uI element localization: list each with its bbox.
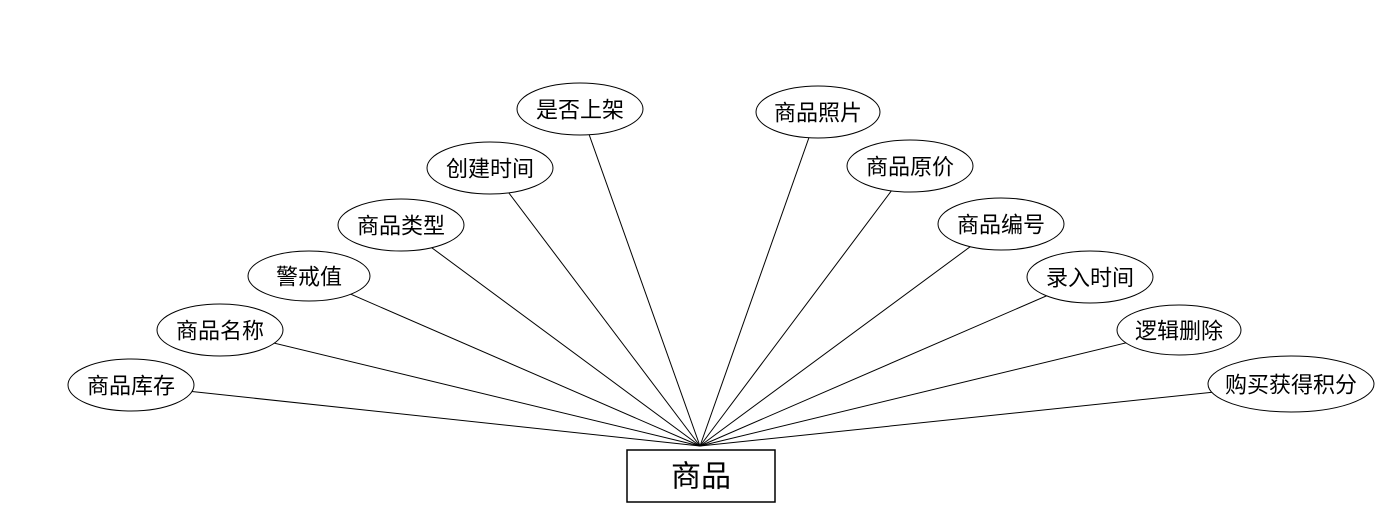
attribute-shelf-status: 是否上架 bbox=[516, 82, 644, 136]
attribute-product-photo: 商品照片 bbox=[755, 85, 881, 139]
entity-product: 商品 bbox=[626, 449, 776, 503]
product-type-label: 商品类型 bbox=[357, 213, 445, 238]
attribute-purchase-points: 购买获得积分 bbox=[1207, 355, 1375, 413]
connector-line-product-original-price bbox=[699, 165, 911, 447]
attribute-product-original-price: 商品原价 bbox=[846, 139, 974, 193]
entry-time-ellipse bbox=[1026, 250, 1154, 304]
attribute-logical-delete: 逻辑删除 bbox=[1116, 304, 1242, 356]
shelf-status-label: 是否上架 bbox=[536, 97, 624, 122]
logical-delete-ellipse bbox=[1116, 304, 1242, 356]
attribute-entry-time: 录入时间 bbox=[1026, 250, 1154, 304]
connector-line-purchase-points bbox=[699, 383, 1292, 447]
product-rect bbox=[626, 449, 776, 503]
logical-delete-label: 逻辑删除 bbox=[1135, 318, 1223, 343]
connector-line-product-photo bbox=[699, 111, 819, 447]
purchase-points-label: 购买获得积分 bbox=[1225, 372, 1357, 397]
product-stock-ellipse bbox=[67, 358, 195, 412]
connector-line-entry-time bbox=[699, 276, 1091, 447]
connector-line-product-type bbox=[400, 224, 701, 447]
product-name-ellipse bbox=[156, 303, 284, 357]
product-label: 商品 bbox=[671, 461, 731, 494]
connector-line-shelf-status bbox=[579, 108, 701, 447]
product-code-ellipse bbox=[937, 197, 1065, 251]
attribute-create-time: 创建时间 bbox=[426, 141, 554, 195]
product-photo-ellipse bbox=[755, 85, 881, 139]
product-stock-label: 商品库存 bbox=[87, 373, 175, 398]
alert-threshold-ellipse bbox=[247, 250, 371, 302]
connector-line-product-name bbox=[219, 329, 701, 447]
entry-time-label: 录入时间 bbox=[1046, 265, 1134, 290]
connector-line-logical-delete bbox=[699, 329, 1180, 447]
alert-threshold-label: 警戒值 bbox=[276, 264, 342, 289]
purchase-points-ellipse bbox=[1207, 355, 1375, 413]
product-photo-label: 商品照片 bbox=[774, 100, 862, 125]
create-time-label: 创建时间 bbox=[446, 156, 534, 181]
product-original-price-ellipse bbox=[846, 139, 974, 193]
connector-line-product-code bbox=[699, 223, 1002, 447]
attribute-product-code: 商品编号 bbox=[937, 197, 1065, 251]
attribute-product-stock: 商品库存 bbox=[67, 358, 195, 412]
product-original-price-label: 商品原价 bbox=[866, 154, 954, 179]
attribute-product-type: 商品类型 bbox=[337, 198, 465, 252]
product-type-ellipse bbox=[337, 198, 465, 252]
attribute-product-name: 商品名称 bbox=[156, 303, 284, 357]
connector-line-create-time bbox=[489, 167, 701, 447]
attribute-alert-threshold: 警戒值 bbox=[247, 250, 371, 302]
product-name-label: 商品名称 bbox=[176, 318, 264, 343]
connector-line-product-stock bbox=[130, 384, 701, 447]
product-code-label: 商品编号 bbox=[957, 212, 1045, 237]
connector-line-alert-threshold bbox=[308, 275, 701, 447]
shelf-status-ellipse bbox=[516, 82, 644, 136]
create-time-ellipse bbox=[426, 141, 554, 195]
